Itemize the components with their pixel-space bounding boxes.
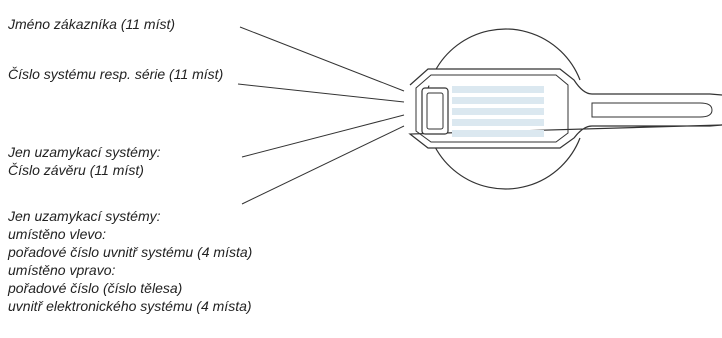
label-position-info-line1: Jen uzamykací systémy:	[8, 208, 161, 224]
label-position-info-line4: umístěno vpravo:	[8, 262, 116, 278]
label-lock-number: Jen uzamykací systémy: Číslo závěru (11 …	[8, 143, 161, 179]
leader-line-position-info	[241, 125, 405, 205]
label-position-info-line6: uvnitř elektronického systému (4 místa)	[8, 298, 252, 314]
label-lock-number-line2: Číslo závěru (11 míst)	[8, 162, 144, 178]
leader-line-system-number	[237, 83, 405, 103]
label-position-info: Jen uzamykací systémy: umístěno vlevo: p…	[8, 207, 252, 315]
label-system-number: Číslo systému resp. série (11 míst)	[8, 65, 223, 83]
label-position-info-line2: umístěno vlevo:	[8, 226, 107, 242]
label-stripe-4	[452, 119, 544, 126]
label-customer-name: Jméno zákazníka (11 míst)	[8, 15, 175, 33]
leader-line-lock-number	[241, 114, 405, 158]
label-customer-name-text: Jméno zákazníka (11 míst)	[8, 16, 176, 32]
label-stripe-5	[452, 130, 544, 137]
key-window-outer	[421, 87, 449, 135]
label-stripe-1	[452, 86, 544, 93]
key-head-inner-outline	[415, 74, 569, 143]
leader-line-customer-name	[239, 26, 405, 92]
label-stripe-2	[452, 97, 544, 104]
key-window-inner	[426, 92, 444, 130]
label-system-number-text: Číslo systému resp. série (11 míst)	[8, 66, 224, 82]
label-position-info-line5: pořadové číslo (číslo tělesa)	[8, 280, 183, 296]
label-stripe-3	[452, 108, 544, 115]
key-head-outline	[408, 68, 722, 149]
label-position-info-line3: pořadové číslo uvnitř systému (4 místa)	[8, 244, 253, 260]
label-lock-number-line1: Jen uzamykací systémy:	[8, 144, 161, 160]
key-blade-groove	[591, 102, 713, 118]
